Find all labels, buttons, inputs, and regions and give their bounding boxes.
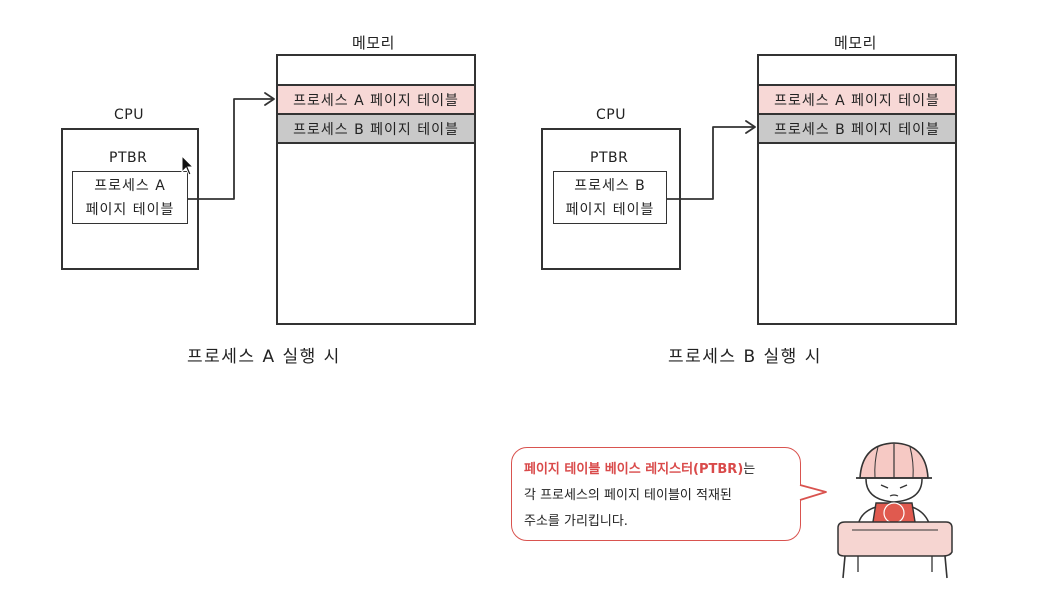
left-ptbr-register: 프로세스 A 페이지 테이블 — [72, 171, 188, 224]
right-ptbr-label: PTBR — [590, 150, 629, 166]
left-cpu-label: CPU — [114, 107, 144, 123]
left-pointer-arrow — [187, 92, 275, 200]
explanation-speech-bubble: 페이지 테이블 베이스 레지스터(PTBR)는 각 프로세스의 페이지 테이블이… — [511, 447, 801, 541]
left-memory-label: 메모리 — [352, 34, 395, 52]
bubble-line2: 각 프로세스의 페이지 테이블이 적재된 — [524, 488, 732, 503]
right-caption: 프로세스 B 실행 시 — [668, 347, 822, 367]
right-ptbr-line1: 프로세스 B — [574, 178, 646, 194]
left-memory-row-process-b: 프로세스 B 페이지 테이블 — [276, 113, 476, 144]
right-ptbr-register: 프로세스 B 페이지 테이블 — [553, 171, 667, 224]
mouse-pointer-icon — [181, 154, 195, 176]
left-ptbr-line1: 프로세스 A — [94, 178, 166, 194]
right-cpu-label: CPU — [596, 107, 626, 123]
left-ptbr-line2: 페이지 테이블 — [85, 202, 175, 218]
bubble-line1: 페이지 테이블 베이스 레지스터(PTBR)는 — [524, 457, 800, 483]
left-caption: 프로세스 A 실행 시 — [187, 347, 341, 367]
left-memory-row-process-a: 프로세스 A 페이지 테이블 — [276, 84, 476, 115]
right-ptbr-line2: 페이지 테이블 — [565, 202, 655, 218]
bubble-highlight: 페이지 테이블 베이스 레지스터(PTBR) — [524, 462, 744, 477]
right-memory-label: 메모리 — [834, 34, 877, 52]
right-pointer-arrow — [666, 120, 756, 200]
bubble-line3: 주소를 가리킵니다. — [524, 514, 628, 529]
left-ptbr-label: PTBR — [109, 150, 148, 166]
right-memory-row-process-b: 프로세스 B 페이지 테이블 — [757, 113, 957, 144]
bubble-line1-rest: 는 — [743, 462, 756, 477]
